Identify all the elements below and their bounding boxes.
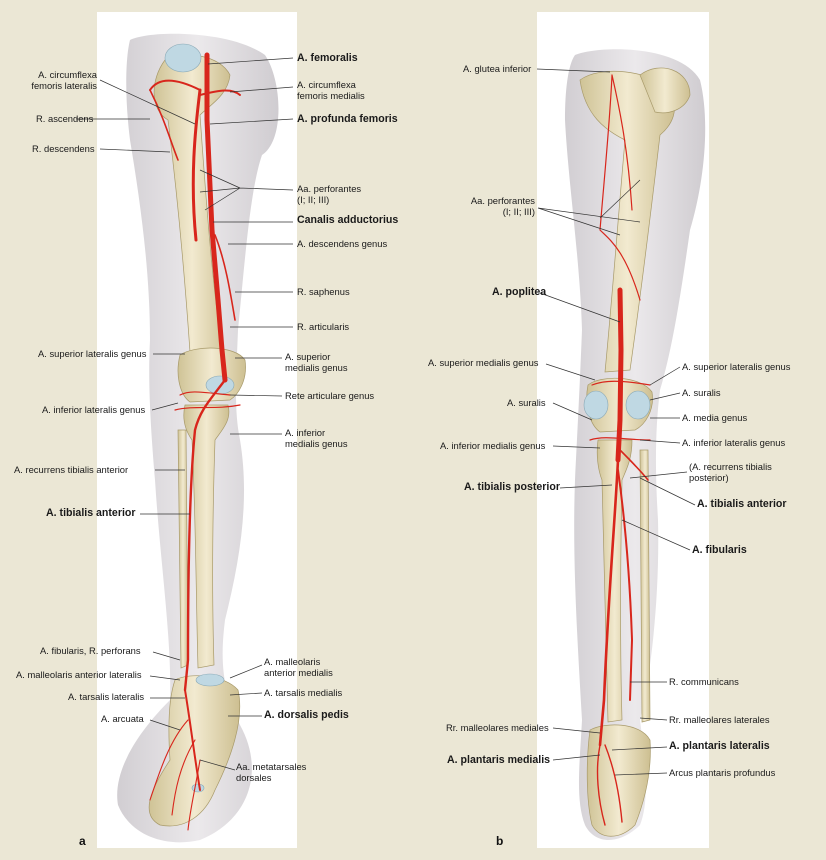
label-b-glutea: A. glutea inferior bbox=[463, 63, 532, 74]
label-a-articularis: R. articularis bbox=[297, 321, 350, 332]
panel-b-letter: b bbox=[496, 834, 504, 848]
label-a-perforantes: Aa. perforantes(I; II; III) bbox=[297, 183, 362, 205]
label-a-saphenus: R. saphenus bbox=[297, 286, 350, 297]
cartilage-b bbox=[583, 390, 651, 420]
label-a-descendens: R. descendens bbox=[32, 143, 95, 154]
label-b-plantaris-med: A. plantaris medialis bbox=[447, 754, 551, 766]
label-b-mall-med: Rr. malleolares mediales bbox=[446, 722, 549, 733]
label-b-suralis-l: A. suralis bbox=[507, 397, 546, 408]
label-a-circ-med-l1: A. circumflexa bbox=[297, 79, 356, 90]
label-a-circ-med-l2: femoris medialis bbox=[297, 89, 365, 101]
label-a-femoralis: A. femoralis bbox=[297, 52, 358, 64]
label-b-inf-med-genus: A. inferior medialis genus bbox=[440, 440, 546, 451]
label-a-tars-med: A. tarsalis medialis bbox=[264, 687, 343, 698]
label-a-sup-lat-genus: A. superior lateralis genus bbox=[38, 348, 147, 359]
label-a-mall-med-l1: A. malleolaris bbox=[264, 656, 321, 667]
label-b-communicans: R. communicans bbox=[669, 676, 739, 687]
label-b-arcus: Arcus plantaris profundus bbox=[669, 767, 776, 778]
label-a-rete: Rete articulare genus bbox=[285, 390, 375, 401]
label-b-perforantes-l1: Aa. perforantes bbox=[470, 195, 535, 206]
label-b-inf-lat-genus: A. inferior lateralis genus bbox=[682, 437, 786, 448]
label-a-sup-med-genus-l1: A. superior bbox=[285, 351, 331, 362]
label-a-desc-genus: A. descendens genus bbox=[297, 238, 388, 249]
label-b-sup-med-genus: A. superior medialis genus bbox=[428, 357, 539, 368]
label-b-tib-post: A. tibialis posterior bbox=[464, 481, 560, 493]
arteries-a bbox=[149, 52, 241, 831]
label-a-recurrens: A. recurrens tibialis anterior bbox=[14, 464, 129, 475]
leader-lines bbox=[76, 57, 696, 776]
label-a-tib-ant: A. tibialis anterior bbox=[46, 507, 136, 519]
label-b-fibularis: A. fibularis bbox=[692, 544, 747, 556]
label-b-recurrens-post-l2: posterior) bbox=[689, 471, 729, 483]
label-b-plantaris-lat: A. plantaris lateralis bbox=[669, 740, 770, 752]
label-a-profunda: A. profunda femoris bbox=[297, 113, 398, 125]
label-a-inf-lat-genus: A. inferior lateralis genus bbox=[42, 404, 146, 415]
label-b-perforantes: Aa. perforantes(I; II; III) bbox=[455, 195, 535, 217]
panel-a-letter: a bbox=[79, 834, 86, 848]
label-b-suralis-r: A. suralis bbox=[682, 387, 721, 398]
label-b-poplitea: A. poplitea bbox=[492, 286, 547, 298]
label-a-circ-lat-l2: femoris lateralis bbox=[31, 79, 97, 91]
label-a-perforantes-l1: Aa. perforantes bbox=[297, 183, 362, 194]
label-a-ascendens: R. ascendens bbox=[36, 113, 94, 124]
label-b-recurrens-post-l1: (A. recurrens tibialis bbox=[689, 461, 772, 472]
label-a-tars-lat: A. tarsalis lateralis bbox=[68, 691, 145, 702]
label-a-fib-perf: A. fibularis, R. perforans bbox=[40, 645, 141, 656]
label-a-metatars-l2: dorsales bbox=[236, 771, 272, 783]
label-a-sup-med-genus-l2: medialis genus bbox=[285, 361, 348, 373]
label-b-mall-lat: Rr. malleolares laterales bbox=[669, 714, 770, 725]
arteries-b bbox=[589, 74, 651, 826]
label-b-sup-lat-genus: A. superior lateralis genus bbox=[682, 361, 791, 372]
label-b-perforantes-l2: (I; II; III) bbox=[502, 205, 535, 217]
label-a-mall-lat: A. malleolaris anterior lateralis bbox=[16, 669, 142, 680]
label-a-metatars-l1: Aa. metatarsales bbox=[236, 761, 307, 772]
label-a-inf-med-genus-l2: medialis genus bbox=[285, 437, 348, 449]
label-b-media-genus: A. media genus bbox=[682, 412, 748, 423]
label-a-circ-lat-l1: A. circumflexa bbox=[38, 69, 97, 80]
label-a-dorsalis: A. dorsalis pedis bbox=[264, 709, 349, 721]
label-a-canalis: Canalis adductorius bbox=[297, 214, 399, 226]
label-b-tib-ant: A. tibialis anterior bbox=[697, 498, 787, 510]
label-a-mall-med-l2: anterior medialis bbox=[264, 666, 333, 678]
label-a-inf-med-genus-l1: A. inferior bbox=[285, 427, 326, 438]
leg-silhouette-b bbox=[565, 49, 706, 841]
label-a-perforantes-l2: (I; II; III) bbox=[297, 193, 330, 205]
label-a-arcuata: A. arcuata bbox=[101, 713, 144, 724]
